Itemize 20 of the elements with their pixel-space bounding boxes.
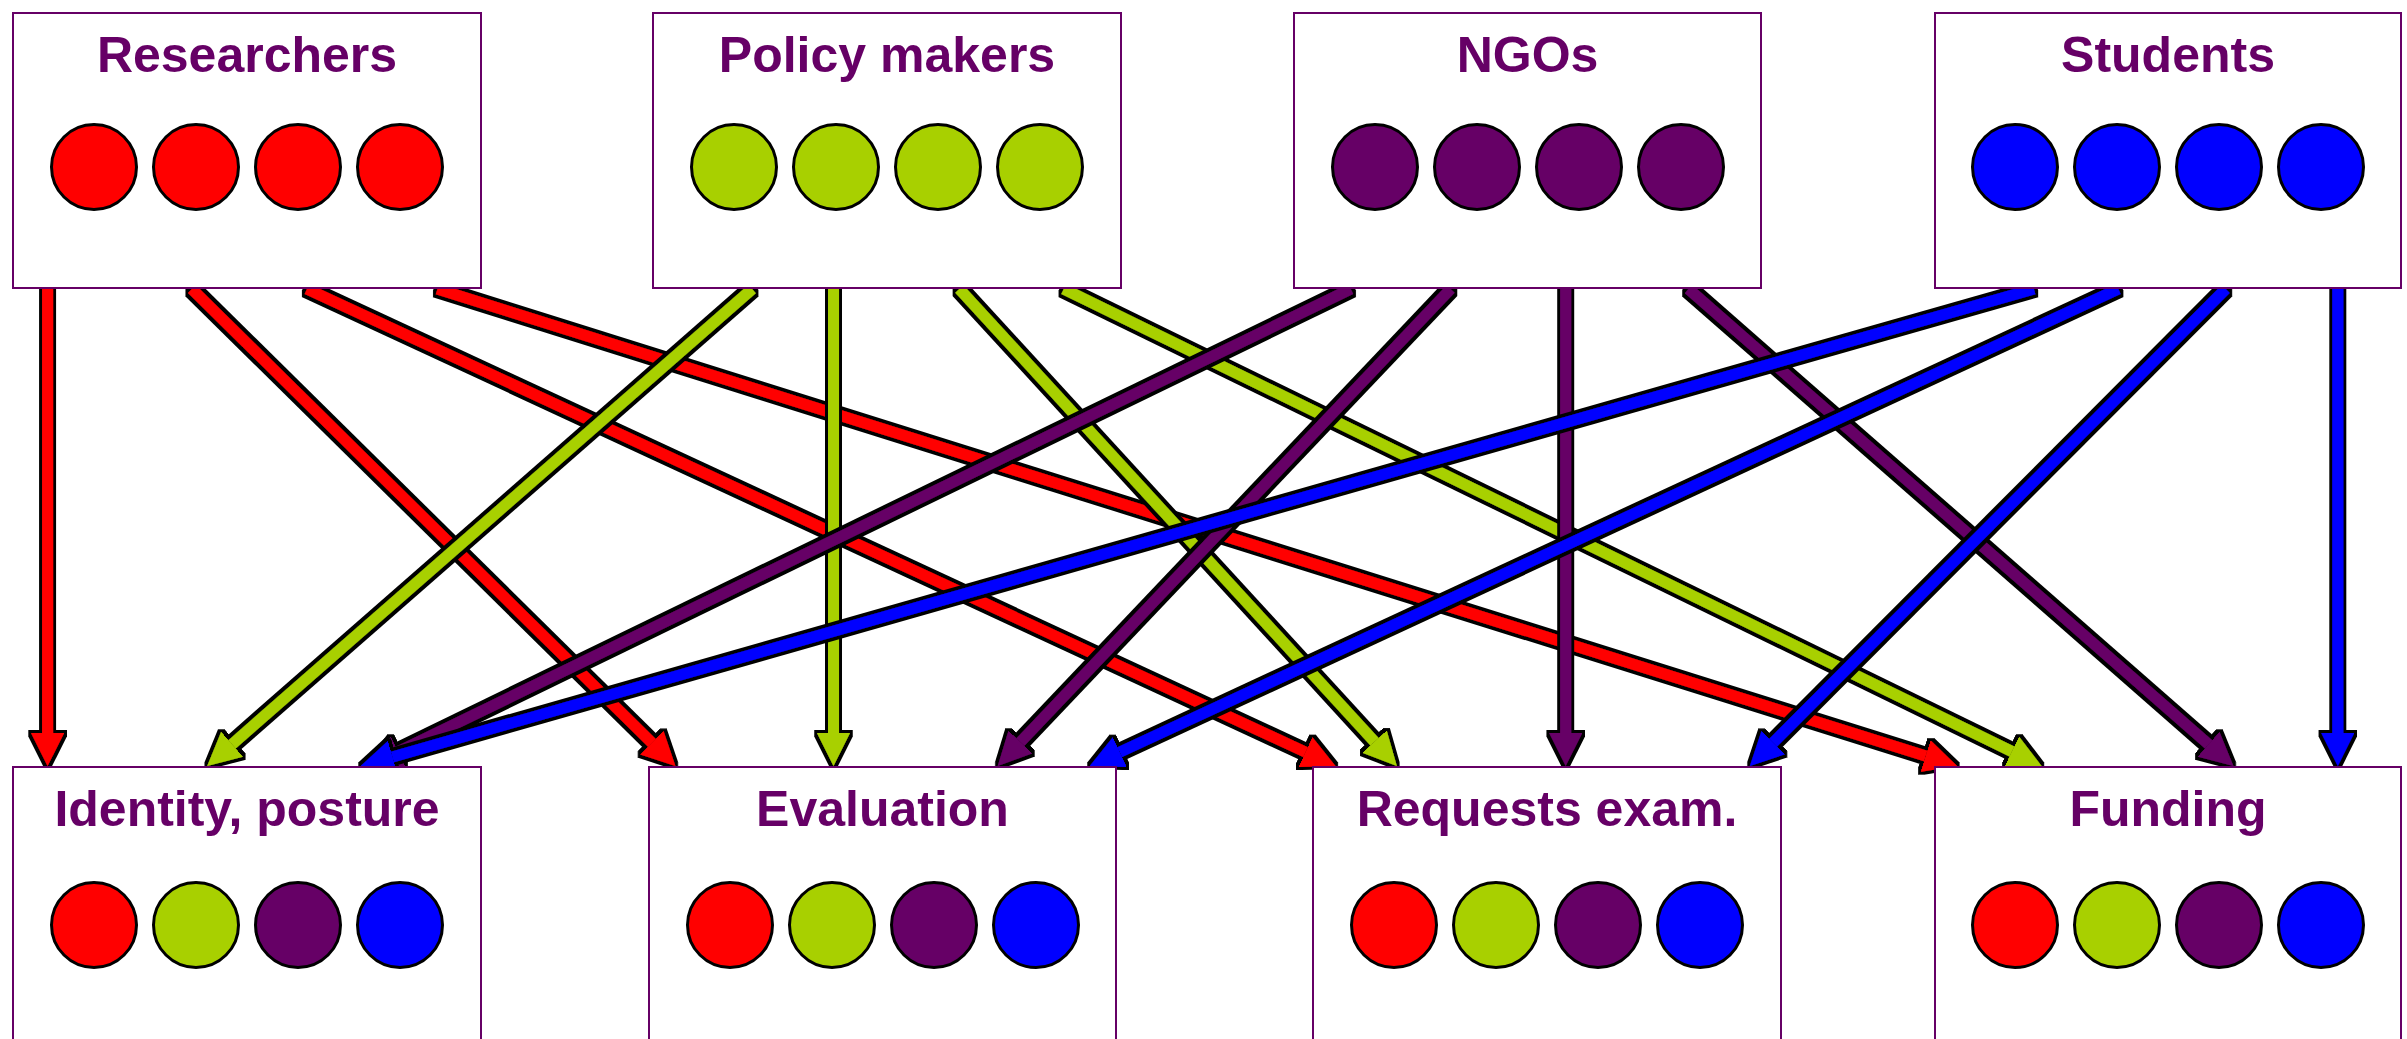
group-title: Requests exam. bbox=[1356, 782, 1738, 837]
group-title: Identity, posture bbox=[54, 782, 440, 837]
arrow bbox=[1549, 289, 1583, 766]
group-title: Researchers bbox=[96, 28, 398, 83]
group-title: Students bbox=[2061, 28, 2275, 83]
group-box bbox=[12, 12, 482, 289]
arrow bbox=[31, 289, 65, 766]
group-box bbox=[1293, 12, 1762, 289]
group-box bbox=[1934, 766, 2402, 1039]
arrow bbox=[2321, 289, 2355, 766]
arrow bbox=[817, 289, 850, 766]
group-box bbox=[1312, 766, 1782, 1039]
group-title: NGOs bbox=[1456, 28, 1599, 83]
group-title: Evaluation bbox=[756, 782, 1009, 837]
group-box bbox=[652, 12, 1122, 289]
group-box bbox=[12, 766, 482, 1039]
group-box bbox=[1934, 12, 2402, 289]
group-box bbox=[648, 766, 1117, 1039]
group-title: Policy makers bbox=[718, 28, 1056, 83]
group-title: Funding bbox=[2069, 782, 2267, 837]
